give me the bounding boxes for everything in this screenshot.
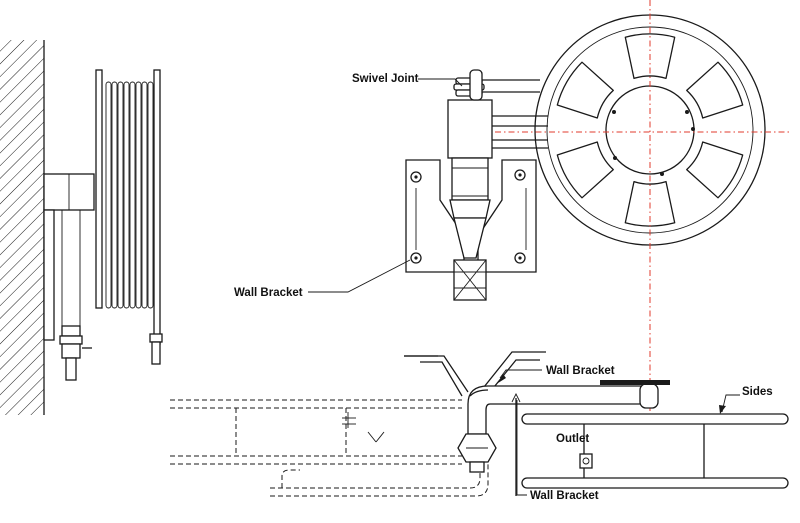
swivel-joint-label: Swivel Joint [352,73,419,85]
bracket-plate [405,159,537,273]
mounting-bolts [410,169,526,264]
central-column [447,99,493,259]
inlet-fitting [59,325,92,381]
spoke-window [686,141,744,199]
spoke-window [624,33,676,80]
spoke-window [556,61,614,119]
dashed-hose-track [170,399,489,497]
outlet-label: Outlet [556,433,589,445]
spoke-window [556,141,614,199]
hose-coil [123,81,130,309]
leader-lines [308,78,740,496]
top-view [170,351,789,497]
mount-block [43,173,95,341]
centerlines [495,0,790,420]
hose-coil [111,81,118,309]
wall-bracket-label-top: Wall Bracket [546,365,615,377]
hose-coil [129,81,136,309]
front-view [405,69,548,301]
reel-drum-top [511,392,789,496]
wall-bracket-label-left: Wall Bracket [234,287,303,299]
callout-labels: Swivel Joint Wall Bracket Wall Bracket W… [234,73,773,502]
hose-coil [117,81,124,309]
sides-label: Sides [742,386,773,398]
wall-hatching [0,40,45,415]
bracket-arm [404,351,546,397]
hose-coils-side [105,81,154,309]
hose-coil [105,81,112,309]
swivel-joint [453,69,540,101]
bottom-fitting [453,259,487,301]
spoke-window [686,61,744,119]
hub-bolts [612,110,695,176]
spoke-window [624,180,676,227]
hose-coil [141,81,148,309]
elbow-pipe [457,383,659,473]
wheel-spoke-windows [556,33,744,227]
shaft-to-reel [492,115,548,149]
hose-coil [135,81,142,309]
top-swivel-plate [600,380,670,385]
outlet-nozzle-side [149,333,163,365]
hose-coil [147,81,154,309]
wall-bracket-label-bottom: Wall Bracket [530,490,599,502]
side-view [0,40,163,415]
